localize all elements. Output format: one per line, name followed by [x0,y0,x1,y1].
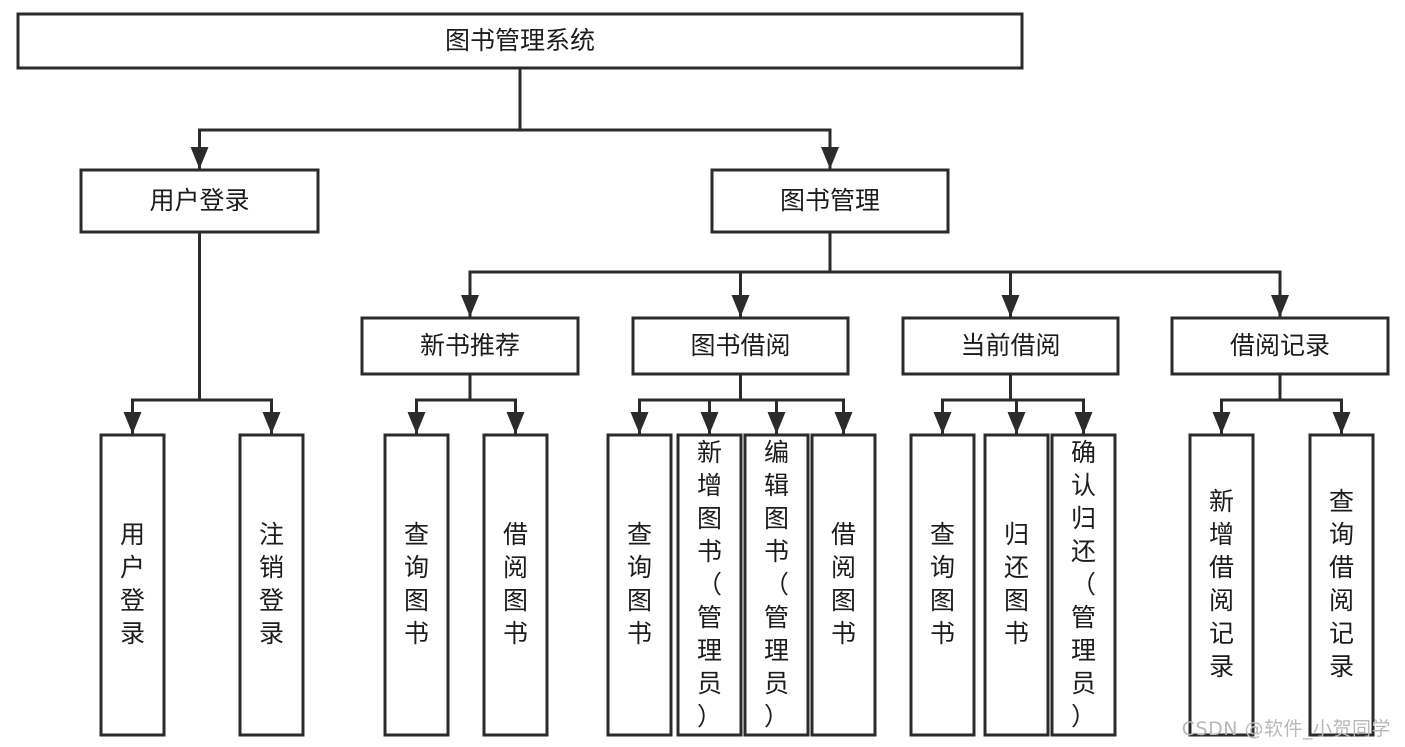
arrow-down-icon-leaf-query-book-1 [407,412,426,434]
node-root-system-label: 图书管理系统 [445,26,595,55]
node-leaf-query-borrow-record[interactable]: 查询借阅记录 [1308,433,1375,737]
node-borrow-record-label: 借阅记录 [1230,331,1330,360]
node-new-book-recommend-rect [360,316,580,376]
node-borrow-record[interactable]: 借阅记录 [1170,316,1390,376]
node-root-system-rect [16,12,1024,70]
node-book-borrow[interactable]: 图书借阅 [631,316,850,376]
node-book-borrow-label: 图书借阅 [690,331,790,360]
node-book-manage[interactable]: 图书管理 [710,168,950,234]
node-leaf-query-book-3[interactable]: 查询图书 [909,433,976,737]
node-leaf-edit-book-admin-label: 编辑图书（管理员） [764,438,789,731]
node-leaf-user-login[interactable]: 用户登录 [99,433,166,737]
node-leaf-user-login-rect [99,433,166,737]
arrow-down-icon-user-login [190,147,209,169]
node-leaf-edit-book-admin-rect [743,433,810,737]
node-leaf-borrow-book-1[interactable]: 借阅图书 [482,433,549,737]
node-current-borrow[interactable]: 当前借阅 [901,316,1120,376]
csdn-watermark: CSDN @软件_小贺同学 [1181,718,1391,740]
arrow-down-icon-leaf-add-book-admin [700,412,719,434]
node-layer: 图书管理系统用户登录图书管理新书推荐图书借阅当前借阅借阅记录用户登录注销登录查询… [16,12,1390,737]
arrow-down-icon-borrow-record [1271,295,1289,317]
node-book-manage-rect [710,168,950,234]
arrow-down-icon-leaf-add-borrow-record [1212,412,1231,434]
arrow-down-icon-leaf-query-book-2 [630,412,649,434]
arrow-down-icon-leaf-logout-login [262,412,281,434]
node-leaf-logout-login-label: 注销登录 [259,520,284,648]
node-leaf-query-book-3-label: 查询图书 [930,520,955,648]
node-leaf-logout-login[interactable]: 注销登录 [238,433,305,737]
node-leaf-return-book-label: 归还图书 [1004,520,1029,648]
node-borrow-record-rect [1170,316,1390,376]
node-user-login-rect [79,168,320,234]
arrow-down-icon-new-book-recommend [461,295,479,317]
node-book-manage-label: 图书管理 [780,186,880,215]
node-leaf-borrow-book-1-rect [482,433,549,737]
arrow-down-icon-leaf-borrow-book-2 [834,412,853,434]
node-leaf-add-book-admin[interactable]: 新增图书（管理员） [676,433,743,737]
node-user-login[interactable]: 用户登录 [79,168,320,234]
node-leaf-edit-book-admin[interactable]: 编辑图书（管理员） [743,433,810,737]
node-leaf-query-book-1[interactable]: 查询图书 [383,433,450,737]
arrow-down-icon-leaf-return-book [1007,412,1026,434]
arrow-down-icon-leaf-edit-book-admin [767,412,786,434]
node-leaf-user-login-label: 用户登录 [120,520,145,648]
node-leaf-add-borrow-record-rect [1188,433,1255,737]
node-user-login-label: 用户登录 [149,186,249,215]
node-leaf-borrow-book-2-label: 借阅图书 [831,520,856,648]
node-leaf-query-book-2-rect [606,433,673,737]
node-leaf-borrow-book-1-label: 借阅图书 [503,520,528,648]
node-leaf-query-book-1-label: 查询图书 [404,520,429,648]
arrow-down-icon-book-manage [821,147,839,169]
node-leaf-query-book-2-label: 查询图书 [627,520,652,648]
connector-layer [123,66,1351,435]
node-new-book-recommend[interactable]: 新书推荐 [360,316,580,376]
node-leaf-borrow-book-2[interactable]: 借阅图书 [810,433,877,737]
arrow-down-icon-book-borrow [731,295,750,317]
node-leaf-borrow-book-2-rect [810,433,877,737]
node-leaf-query-book-3-rect [909,433,976,737]
node-book-borrow-rect [631,316,850,376]
arrow-down-icon-leaf-query-borrow-record [1332,412,1351,434]
node-leaf-confirm-return-admin-label: 确认归还（管理员） [1071,438,1096,731]
arrow-down-icon-current-borrow [1001,295,1020,317]
node-leaf-add-borrow-record[interactable]: 新增借阅记录 [1188,433,1255,737]
node-leaf-add-book-admin-rect [676,433,743,737]
arrow-down-icon-leaf-confirm-return-admin [1074,412,1093,434]
node-leaf-logout-login-rect [238,433,305,737]
node-leaf-query-book-2[interactable]: 查询图书 [606,433,673,737]
node-leaf-query-borrow-record-label: 查询借阅记录 [1329,487,1354,681]
arrow-down-icon-leaf-user-login [123,412,142,434]
arrow-down-icon-leaf-borrow-book-1 [506,412,525,434]
node-leaf-confirm-return-admin[interactable]: 确认归还（管理员） [1050,433,1117,737]
node-leaf-confirm-return-admin-rect [1050,433,1117,737]
node-current-borrow-label: 当前借阅 [960,331,1060,360]
node-new-book-recommend-label: 新书推荐 [420,331,520,360]
arrow-down-icon-leaf-query-book-3 [933,412,952,434]
node-root-system[interactable]: 图书管理系统 [16,12,1024,70]
node-leaf-return-book[interactable]: 归还图书 [983,433,1050,737]
node-leaf-query-book-1-rect [383,433,450,737]
node-leaf-add-book-admin-label: 新增图书（管理员） [697,438,722,731]
node-leaf-query-borrow-record-rect [1308,433,1375,737]
node-leaf-return-book-rect [983,433,1050,737]
node-current-borrow-rect [901,316,1120,376]
node-leaf-add-borrow-record-label: 新增借阅记录 [1209,487,1234,681]
